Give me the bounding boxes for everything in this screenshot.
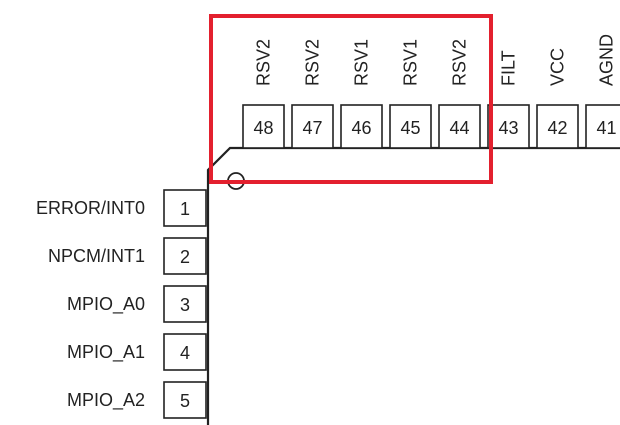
pin-box	[340, 104, 383, 149]
top-pin-42: 42 VCC	[536, 48, 579, 149]
pin-number: 2	[180, 247, 190, 267]
pin-name: RSV2	[303, 39, 323, 86]
pin-name: MPIO_A0	[67, 294, 145, 315]
pin-number: 3	[180, 295, 190, 315]
top-pin-48: 48 RSV2	[242, 39, 285, 149]
pin-name: RSV2	[450, 39, 470, 86]
pin-number: 4	[180, 343, 190, 363]
pin-box	[389, 104, 432, 149]
pin-number: 46	[351, 118, 371, 138]
left-pin-1: 1 ERROR/INT0	[36, 189, 207, 227]
pin-name: RSV2	[254, 39, 274, 86]
package-edge	[206, 146, 620, 425]
pin-number: 41	[596, 118, 616, 138]
pin-name: MPIO_A2	[67, 390, 145, 411]
pin-box	[163, 189, 207, 227]
pin-number: 45	[400, 118, 420, 138]
highlight-box	[209, 14, 493, 184]
pin-box	[536, 104, 579, 149]
top-pin-43: 43 FILT	[487, 50, 530, 149]
pin-box	[487, 104, 530, 149]
pin-name: RSV1	[401, 39, 421, 86]
pin-box	[163, 333, 207, 371]
pin-box	[163, 237, 207, 275]
pin-box	[163, 381, 207, 419]
pin-box	[585, 104, 620, 149]
top-pin-46: 46 RSV1	[340, 39, 383, 149]
pin-name: AGND	[597, 34, 617, 86]
pin-box	[242, 104, 285, 149]
top-pin-44: 44 RSV2	[438, 39, 481, 149]
pin-number: 43	[498, 118, 518, 138]
pin-name: FILT	[499, 50, 519, 86]
pin-name: NPCM/INT1	[48, 246, 145, 266]
pin-number: 1	[180, 199, 190, 219]
pin-name: RSV1	[352, 39, 372, 86]
left-pin-2: 2 NPCM/INT1	[48, 237, 207, 275]
left-pin-3: 3 MPIO_A0	[67, 285, 207, 323]
pin-number: 42	[547, 118, 567, 138]
top-pin-47: 47 RSV2	[291, 39, 334, 149]
pin-number: 48	[253, 118, 273, 138]
left-pin-4: 4 MPIO_A1	[67, 333, 207, 371]
pin-number: 44	[449, 118, 469, 138]
pin-box	[163, 285, 207, 323]
pin-box	[291, 104, 334, 149]
pin-box	[438, 104, 481, 149]
pin-name: MPIO_A1	[67, 342, 145, 363]
left-pin-5: 5 MPIO_A2	[67, 381, 207, 419]
pin-name: VCC	[548, 48, 568, 86]
top-pin-45: 45 RSV1	[389, 39, 432, 149]
pin-name: ERROR/INT0	[36, 198, 145, 218]
pin-number: 47	[302, 118, 322, 138]
pin-number: 5	[180, 391, 190, 411]
top-pin-41: 41 AGND	[585, 34, 620, 149]
